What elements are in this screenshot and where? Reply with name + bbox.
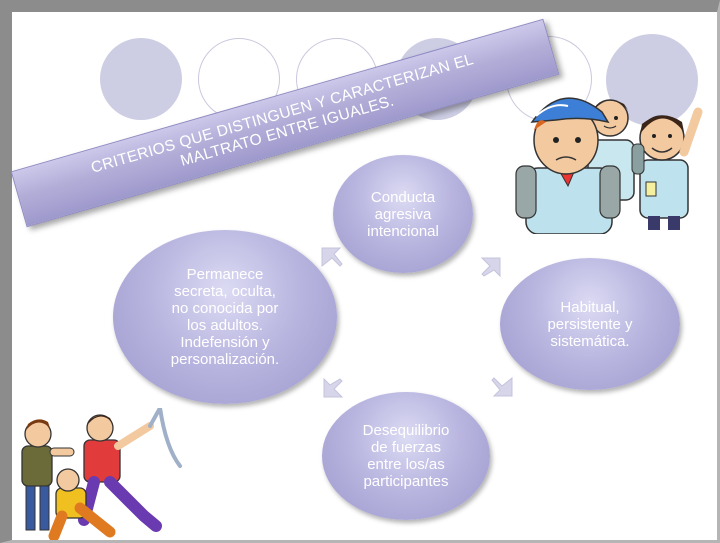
cycle-node-label: Desequilibrio de fuerzas entre los/as pa… (362, 422, 450, 490)
kids-fighting-illustration (21, 408, 182, 540)
chevron-arrow-icon (321, 247, 343, 268)
chevron-arrow-icon (491, 376, 513, 397)
cycle-node-habitual: Habitual, persistente y sistemática. (500, 258, 680, 390)
kid-left-figure (21, 419, 75, 531)
student-girl-figure (639, 107, 703, 230)
cycle-node-label: Conducta agresiva intencional (367, 188, 439, 240)
cycle-node-desequilibrio: Desequilibrio de fuerzas entre los/as pa… (322, 392, 490, 520)
cycle-node-label: Habitual, persistente y sistemática. (547, 298, 633, 350)
chevron-arrow-icon (323, 377, 344, 398)
kid-fallen-figure (48, 468, 116, 540)
cycle-node-conducta: Conducta agresiva intencional (333, 155, 473, 273)
deco-circle-1 (100, 38, 182, 120)
cycle-node-label: Permanece secreta, oculta, no conocida p… (170, 266, 280, 368)
students-group-illustration (515, 97, 703, 234)
student-cap-figure (515, 97, 621, 234)
kid-right-figure (78, 408, 182, 532)
chevron-arrow-icon (480, 257, 501, 278)
cycle-node-permanece: Permanece secreta, oculta, no conocida p… (113, 230, 337, 404)
